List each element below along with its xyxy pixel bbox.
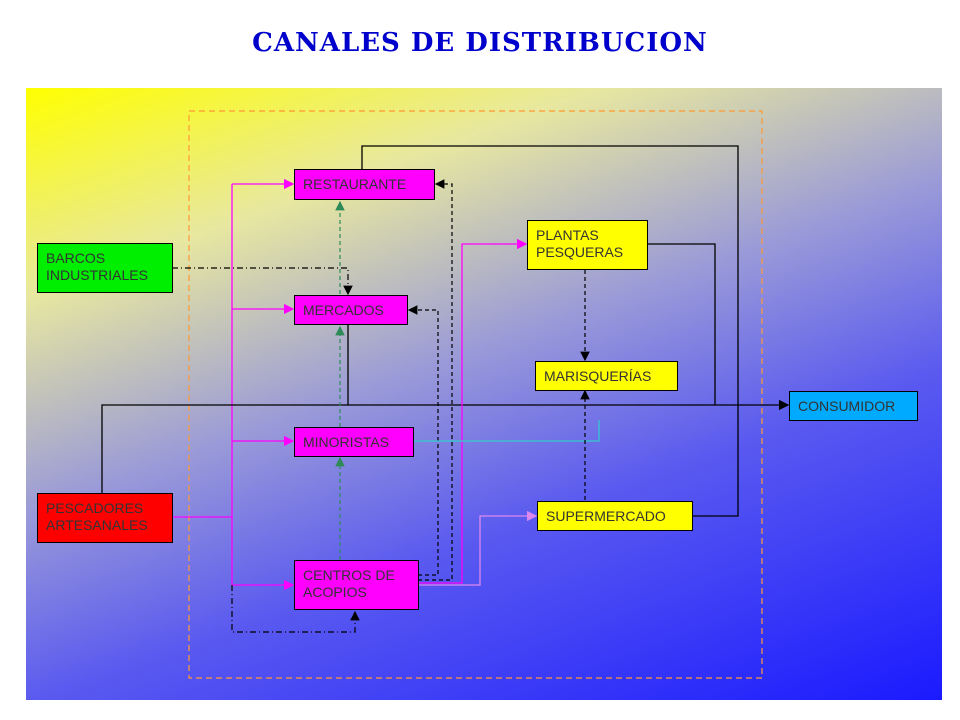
node-supermercado: SUPERMERCADO [537,501,693,531]
minoristas-marisquerias-line [414,420,600,442]
plantas-consumidor-line [647,243,716,405]
node-restaurante: RESTAURANTE [294,169,435,200]
node-minoristas: MINORISTAS [294,427,414,457]
pescadores-magenta-lines [172,178,295,591]
node-centros-de-acopios: CENTROS DE ACOPIOS [294,560,419,610]
node-pescadores-artesanales: PESCADORES ARTESANALES [37,493,173,543]
pescadores-centros-loop [231,585,360,633]
barcos-mercados-line [172,267,353,296]
node-marisquerias: MARISQUERÍAS [535,361,678,391]
pescadores-consumidor-line [101,399,790,493]
restaurante-consumidor-line [361,145,739,405]
frame-dashed [188,110,763,679]
centros-plantas-line [418,238,528,584]
node-plantas-pesqueras: PLANTAS PESQUERAS [527,220,648,270]
centros-supermercado-line [418,510,538,586]
supermercado-consumidor-line [692,405,739,517]
node-consumidor: CONSUMIDOR [789,391,918,421]
page-title: CANALES DE DISTRIBUCION [252,28,708,58]
centros-restaurante-line [418,179,453,581]
node-barcos-industriales: BARCOS INDUSTRIALES [37,243,173,293]
centros-mercados-line [407,305,439,576]
node-mercados: MERCADOS [294,295,408,325]
